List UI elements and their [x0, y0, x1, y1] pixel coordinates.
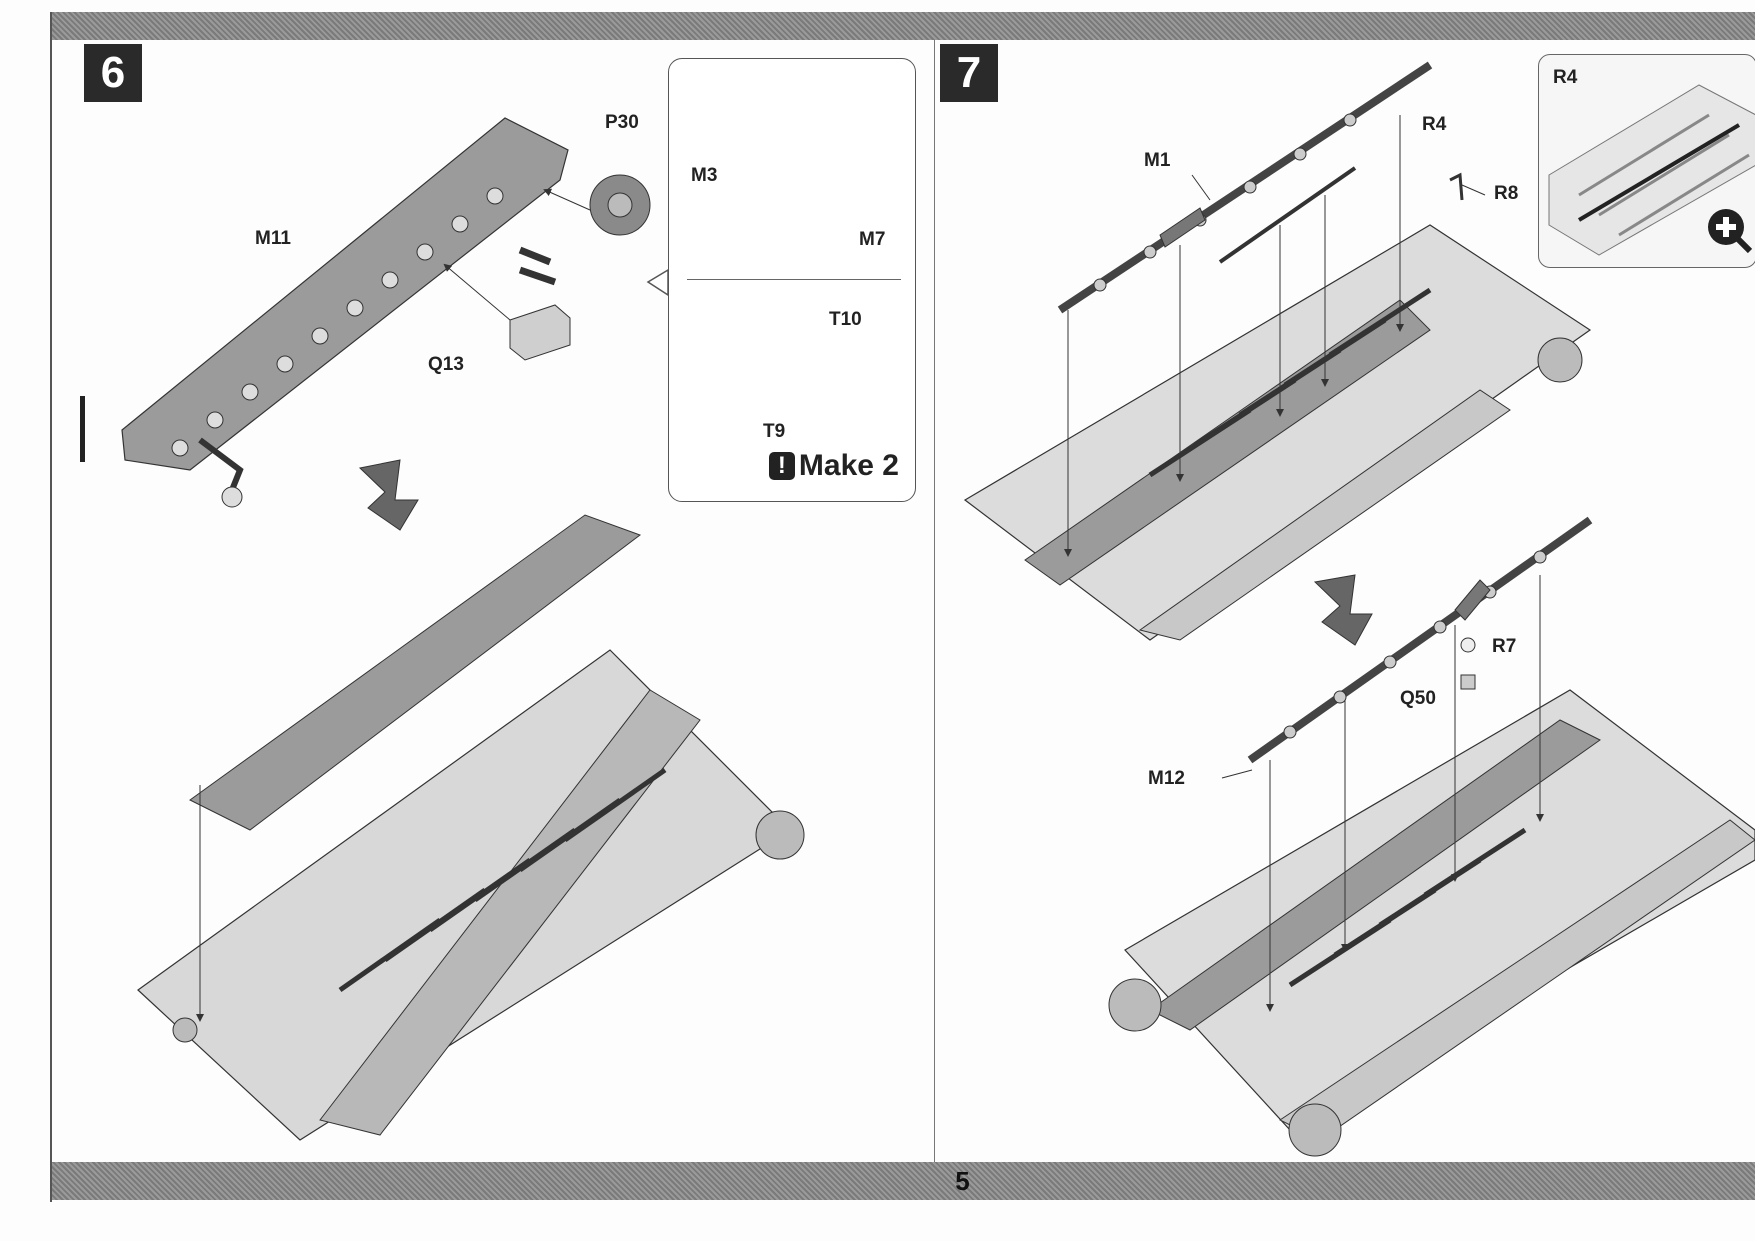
label-m1: M1: [1144, 150, 1171, 171]
label-m3: M3: [691, 165, 718, 186]
top-band: [50, 12, 1755, 40]
callout-separator: [687, 279, 901, 280]
margin-tick: [80, 396, 85, 462]
label-r7: R7: [1492, 636, 1517, 657]
step6-hull-drawing: [137, 514, 805, 1141]
inset-drawing: [1548, 84, 1755, 256]
page-number: 5: [955, 1166, 970, 1196]
make-count-note: ! Make 2: [768, 449, 899, 483]
label-r4: R4: [1422, 114, 1447, 135]
label-p30: P30: [605, 112, 639, 133]
step-7-badge: 7: [940, 44, 998, 102]
label-r8: R8: [1494, 183, 1519, 204]
label-q13: Q13: [428, 354, 464, 375]
page-divider: [934, 40, 935, 1162]
label-m11: M11: [255, 228, 291, 249]
label-t10: T10: [829, 309, 862, 330]
label-m12: M12: [1148, 768, 1185, 789]
label-t9: T9: [763, 421, 786, 442]
detail-callout: M3 M7 T10 T9 ! Make 2: [668, 58, 916, 502]
warning-icon: !: [768, 452, 795, 480]
step-6-badge: 6: [84, 44, 142, 102]
step7-lower-hull-drawing: [1108, 516, 1755, 1157]
label-m7: M7: [859, 229, 886, 250]
label-q50: Q50: [1400, 688, 1436, 709]
step7-upper-hull-drawing: [963, 61, 1592, 641]
detail-inset: R4: [1538, 54, 1755, 268]
left-binding-rule: [50, 12, 52, 1202]
bottom-band: 5: [50, 1162, 1755, 1200]
zoom-plus-icon: [1704, 205, 1753, 254]
inset-label-r4: R4: [1553, 67, 1578, 88]
side-plate-m11-drawing: [121, 117, 651, 508]
make-count-text: Make 2: [798, 449, 899, 482]
